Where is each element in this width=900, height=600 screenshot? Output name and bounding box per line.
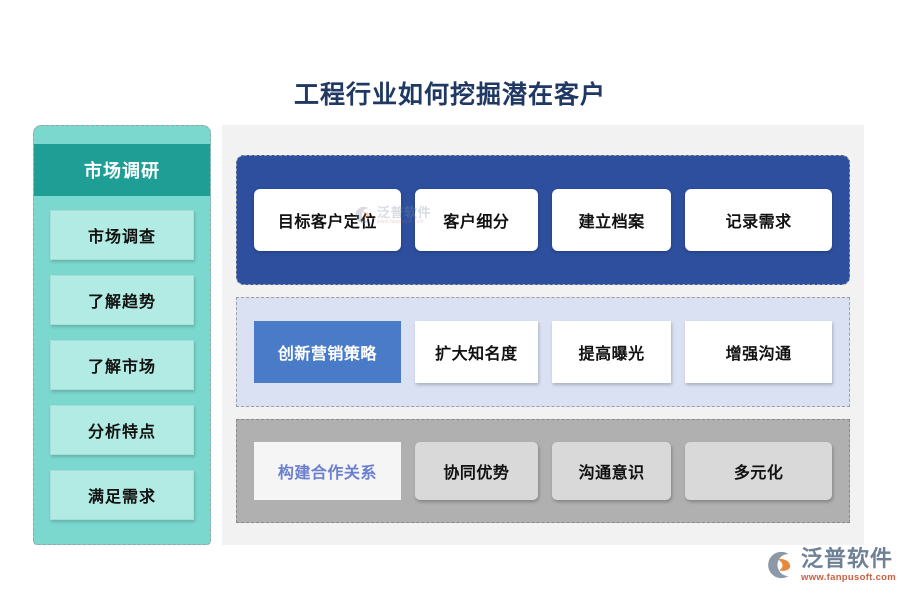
card-label: 扩大知名度 [435,346,518,363]
band-marketing: 创新营销策略 扩大知名度 提高曝光 增强沟通 [236,297,850,407]
card-build-archive[interactable]: 建立档案 [552,189,672,251]
sidebar-item-analyze-features[interactable]: 分析特点 [50,405,194,455]
sidebar-item-label: 了解市场 [87,359,156,376]
sidebar-item-label: 满足需求 [87,489,156,506]
sidebar-panel: 市场调研 市场调查 了解趋势 了解市场 分析特点 满足需求 [33,125,211,545]
fanpu-logo-icon [768,552,791,579]
brand-logo-text: 泛普软件 www.fanpusoft.com [801,548,896,583]
card-build-cooperation[interactable]: 构建合作关系 [254,442,401,500]
card-diversification[interactable]: 多元化 [685,442,832,500]
sidebar-item-market-survey[interactable]: 市场调查 [50,210,194,260]
card-enhance-communication[interactable]: 增强沟通 [685,321,832,383]
sidebar-item-label: 分析特点 [87,424,156,441]
band-targeting: 目标客户定位 客户细分 建立档案 记录需求 [236,155,850,285]
card-label: 记录需求 [725,214,792,231]
card-communication-awareness[interactable]: 沟通意识 [552,442,672,500]
sidebar-item-understand-market[interactable]: 了解市场 [50,340,194,390]
card-label: 提高曝光 [578,346,645,363]
card-innovative-marketing-strategy[interactable]: 创新营销策略 [254,321,401,383]
card-label: 协同优势 [443,465,510,482]
card-expand-awareness[interactable]: 扩大知名度 [414,321,539,383]
content-area: 目标客户定位 客户细分 建立档案 记录需求 创新营销策略 扩大知名度 提高曝光 … [222,125,864,545]
card-synergy-advantage[interactable]: 协同优势 [414,442,539,500]
sidebar-item-meet-demand[interactable]: 满足需求 [50,470,194,520]
page-title: 工程行业如何挖掘潜在客户 [293,81,606,109]
card-customer-segmentation[interactable]: 客户细分 [414,189,539,251]
sidebar-header: 市场调研 [34,144,210,196]
sidebar-list: 市场调查 了解趋势 了解市场 分析特点 满足需求 [34,210,210,535]
card-label: 创新营销策略 [277,346,377,363]
card-label: 客户细分 [443,214,510,231]
card-increase-exposure[interactable]: 提高曝光 [552,321,672,383]
brand-url: www.fanpusoft.com [801,572,896,583]
card-label: 建立档案 [578,214,645,231]
card-label: 构建合作关系 [277,465,377,482]
card-label: 多元化 [733,465,784,482]
sidebar-header-label: 市场调研 [84,161,160,181]
card-target-customer-positioning[interactable]: 目标客户定位 [254,189,401,251]
card-label: 沟通意识 [578,465,645,482]
sidebar-item-label: 市场调查 [87,229,156,246]
sidebar-item-label: 了解趋势 [87,294,156,311]
card-label: 增强沟通 [725,346,792,363]
card-label: 目标客户定位 [277,214,377,231]
brand-logo: 泛普软件 www.fanpusoft.com [763,548,896,583]
brand-name: 泛普软件 [801,546,894,571]
sidebar-item-understand-trends[interactable]: 了解趋势 [50,275,194,325]
card-record-requirements[interactable]: 记录需求 [685,189,832,251]
band-cooperation: 构建合作关系 协同优势 沟通意识 多元化 [236,419,850,523]
